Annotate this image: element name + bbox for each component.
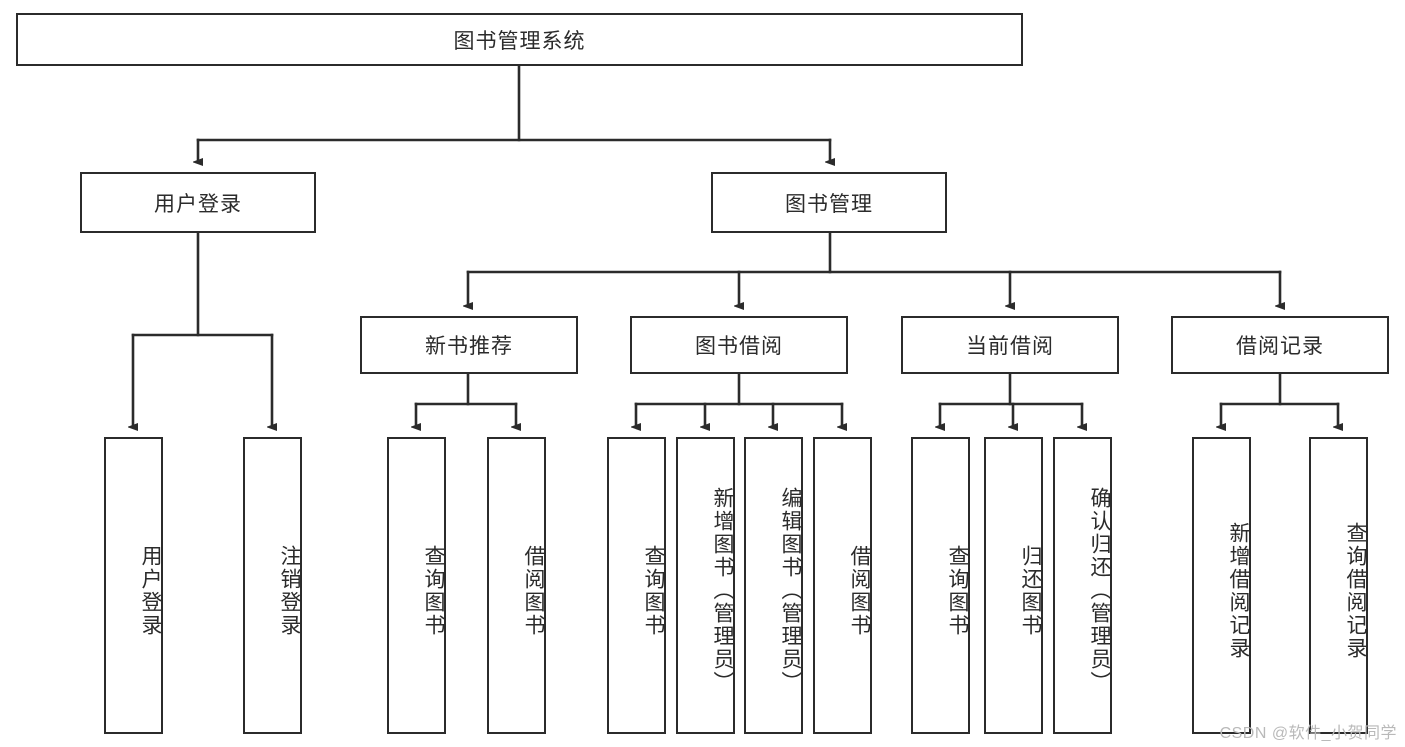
node-leaf-query-borrow-record-label: 查询借阅记录 bbox=[1344, 521, 1367, 660]
node-new-book-recommend[interactable]: 新书推荐 bbox=[360, 316, 578, 374]
node-leaf-logout-label: 注销登录 bbox=[278, 544, 301, 637]
node-book-borrow[interactable]: 图书借阅 bbox=[630, 316, 848, 374]
node-leaf-return-book[interactable]: 归还图书 bbox=[984, 437, 1043, 734]
node-leaf-borrow-book-recommend[interactable]: 借阅图书 bbox=[487, 437, 546, 734]
node-current-borrow-label: 当前借阅 bbox=[966, 335, 1054, 358]
node-leaf-borrow-book[interactable]: 借阅图书 bbox=[813, 437, 872, 734]
node-leaf-borrow-book-recommend-label: 借阅图书 bbox=[522, 544, 545, 637]
node-current-borrow[interactable]: 当前借阅 bbox=[901, 316, 1119, 374]
node-borrow-record[interactable]: 借阅记录 bbox=[1171, 316, 1389, 374]
node-leaf-return-book-label: 归还图书 bbox=[1019, 544, 1042, 637]
node-leaf-add-borrow-record[interactable]: 新增借阅记录 bbox=[1192, 437, 1251, 734]
node-leaf-confirm-return-admin-label: 确认归还（管理员） bbox=[1088, 487, 1111, 694]
node-book-borrow-label: 图书借阅 bbox=[695, 335, 783, 358]
node-book-management[interactable]: 图书管理 bbox=[711, 172, 947, 233]
node-leaf-query-book-current[interactable]: 查询图书 bbox=[911, 437, 970, 734]
node-leaf-edit-book-admin[interactable]: 编辑图书（管理员） bbox=[744, 437, 803, 734]
node-borrow-record-label: 借阅记录 bbox=[1236, 335, 1324, 358]
node-leaf-query-book-current-label: 查询图书 bbox=[946, 544, 969, 637]
node-leaf-user-login-label: 用户登录 bbox=[139, 544, 162, 637]
node-root-label: 图书管理系统 bbox=[453, 29, 586, 53]
node-user-login-label: 用户登录 bbox=[154, 192, 242, 216]
node-leaf-query-book-borrow[interactable]: 查询图书 bbox=[607, 437, 666, 734]
node-leaf-borrow-book-label: 借阅图书 bbox=[848, 544, 871, 637]
node-leaf-query-book-borrow-label: 查询图书 bbox=[642, 544, 665, 637]
node-leaf-user-login[interactable]: 用户登录 bbox=[104, 437, 163, 734]
node-leaf-query-book-recommend-label: 查询图书 bbox=[422, 544, 445, 637]
node-leaf-edit-book-admin-label: 编辑图书（管理员） bbox=[779, 487, 802, 694]
node-leaf-logout[interactable]: 注销登录 bbox=[243, 437, 302, 734]
node-leaf-confirm-return-admin[interactable]: 确认归还（管理员） bbox=[1053, 437, 1112, 734]
node-user-login[interactable]: 用户登录 bbox=[80, 172, 316, 233]
node-new-book-recommend-label: 新书推荐 bbox=[425, 335, 513, 358]
node-leaf-query-book-recommend[interactable]: 查询图书 bbox=[387, 437, 446, 734]
node-leaf-query-borrow-record[interactable]: 查询借阅记录 bbox=[1309, 437, 1368, 734]
node-book-management-label: 图书管理 bbox=[785, 192, 873, 216]
csdn-watermark: CSDN @软件_小贺同学 bbox=[1219, 725, 1397, 742]
node-root[interactable]: 图书管理系统 bbox=[16, 13, 1023, 66]
node-leaf-add-borrow-record-label: 新增借阅记录 bbox=[1227, 521, 1250, 660]
node-leaf-add-book-admin[interactable]: 新增图书（管理员） bbox=[676, 437, 735, 734]
node-leaf-add-book-admin-label: 新增图书（管理员） bbox=[711, 487, 734, 694]
